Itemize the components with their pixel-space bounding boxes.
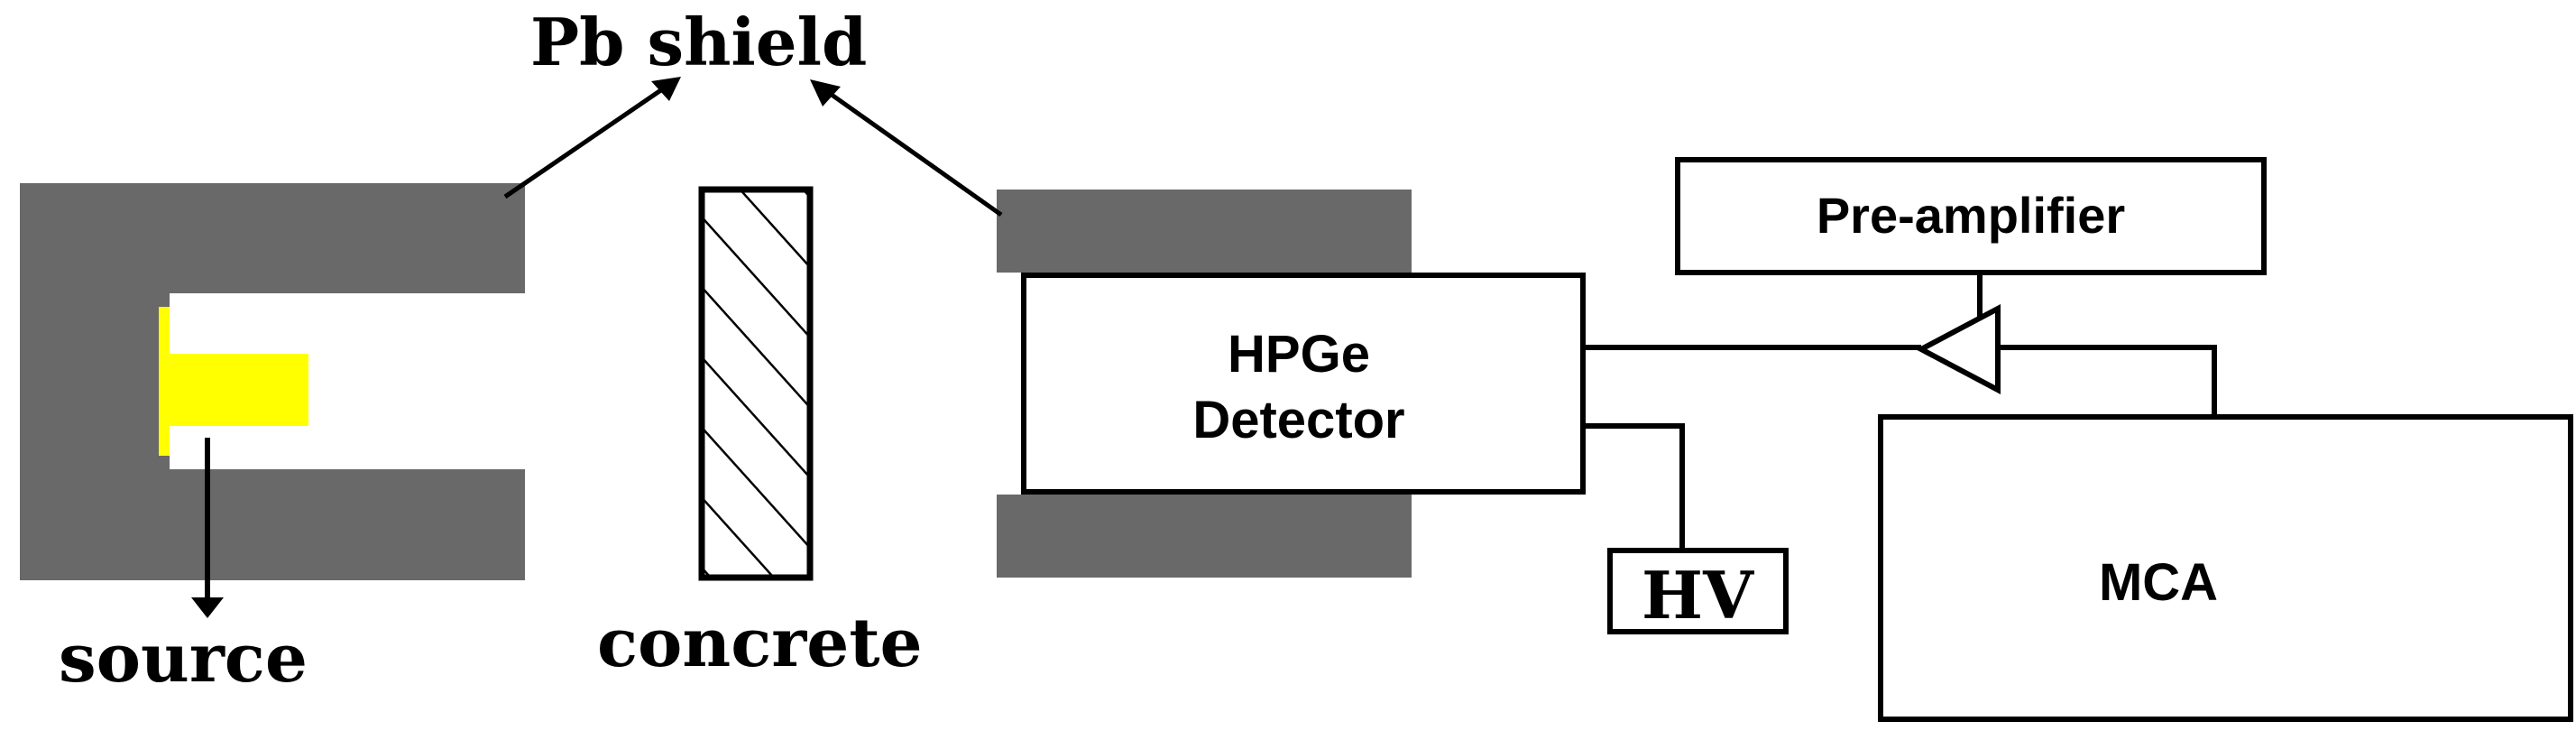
preamplifier-label: Pre-amplifier [1817,187,2125,244]
concrete-slab-fill [702,190,810,578]
amplifier-symbol [1915,273,2001,394]
pb-shield-right-top [997,190,1412,273]
source-strip [159,307,170,456]
detector-label-line1: HPGe [1228,325,1370,384]
mca [1878,414,2573,722]
source-block [170,354,308,426]
hpge-detector [1021,273,1586,495]
pb-shield-label: Pb shield [530,4,867,80]
concrete-slab-border [698,186,814,581]
pb-shield-pointer-left [503,77,681,199]
wire-amp-to-mca [1998,345,2217,417]
source [159,307,308,456]
wiring [1583,345,2217,550]
hv-supply [1607,548,1789,634]
mca-box [1878,414,2573,722]
mca-label: MCA [2099,553,2218,612]
pb-shield-left [20,183,525,580]
preamplifier [1675,157,2267,275]
source-label: source [59,620,308,698]
preamplifier-box [1675,157,2267,275]
concrete-slab [698,186,814,581]
pb-shield-right-bottom [997,495,1412,578]
source-pointer-arrow [191,438,224,618]
pb-shield-pointer-right [810,79,1003,217]
hv-label: HV [1642,557,1754,634]
hpge-detector-box [1021,273,1586,495]
amplifier-triangle [1915,304,2001,394]
wire-detector-to-hv [1583,423,1685,550]
pb-shield-left-body [20,183,525,580]
hv-box [1607,548,1789,634]
concrete-label: concrete [597,605,923,682]
detector-label-line2: Detector [1192,391,1404,449]
pb-shield-right [997,190,1412,578]
